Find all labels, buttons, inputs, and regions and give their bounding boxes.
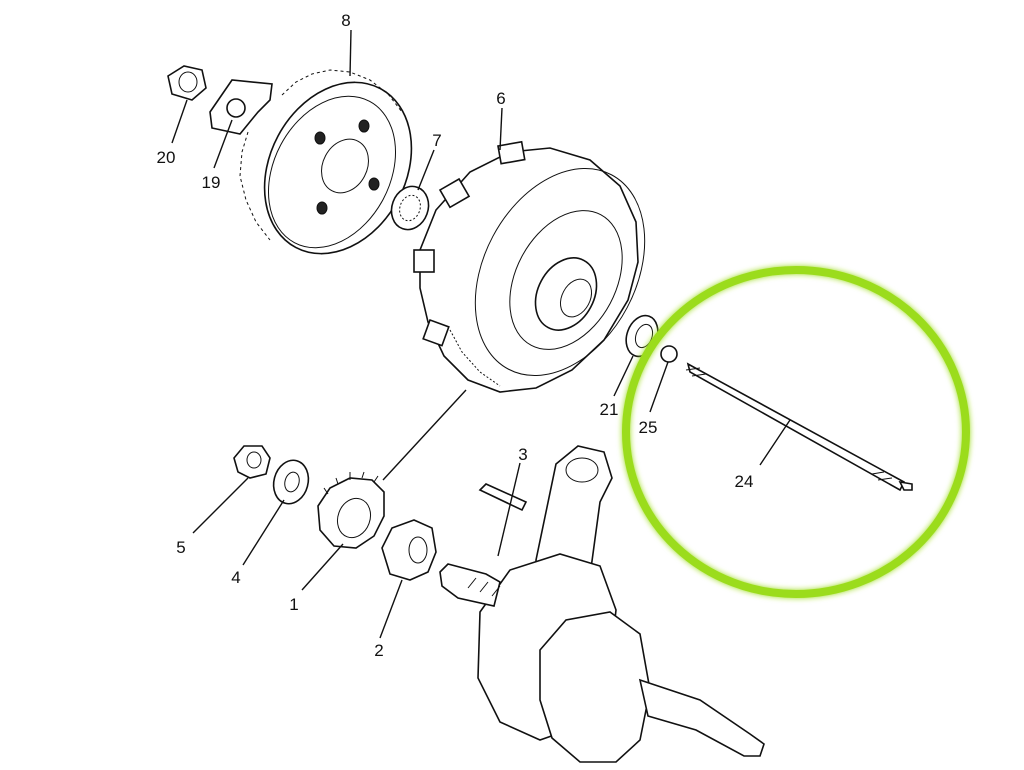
highlight-ring (622, 266, 970, 598)
callout-5: 5 (176, 538, 185, 557)
part-6-clutch-housing (413, 140, 646, 393)
part-2-spacer (381, 519, 437, 581)
part-7-spline-washer (390, 185, 430, 231)
callout-1: 1 (289, 595, 298, 614)
callout-2: 2 (374, 641, 383, 660)
callout-8: 8 (341, 11, 350, 30)
part-5-nut (233, 445, 271, 479)
part-20-nut (167, 65, 207, 101)
callout-21: 21 (600, 400, 619, 419)
part-25-ball (660, 345, 678, 363)
callout-4: 4 (231, 568, 240, 587)
crankshaft-assembly (439, 445, 765, 763)
callout-24: 24 (735, 472, 754, 491)
callout-20: 20 (157, 148, 176, 167)
callout-25: 25 (639, 418, 658, 437)
callout-7: 7 (432, 131, 441, 150)
part-8-gear-disc (239, 69, 413, 255)
part-4-washer (272, 459, 310, 505)
part-3-key (478, 483, 528, 512)
callout-3: 3 (518, 445, 527, 464)
part-19-lock-washer (209, 79, 273, 135)
callout-6: 6 (496, 89, 505, 108)
part-1-drive-gear (317, 471, 385, 549)
callout-19: 19 (202, 173, 221, 192)
part-24-push-rod (685, 362, 913, 492)
leader-lines (171, 29, 791, 639)
